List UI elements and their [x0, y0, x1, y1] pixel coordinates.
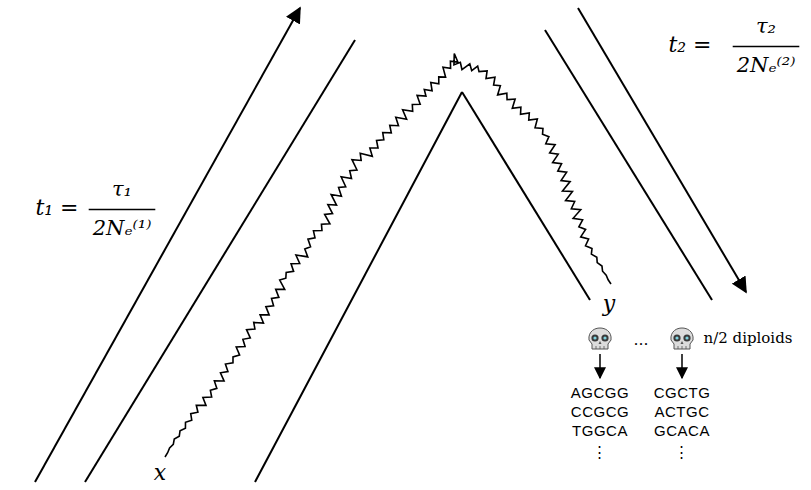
sample-note: n/2 diploids: [704, 330, 793, 347]
fraction-bar: [733, 46, 800, 48]
fraction-numerator: τ₁: [112, 178, 132, 201]
band-line: [462, 92, 590, 300]
label-text: 2Nₑ⁽²⁾: [737, 53, 796, 77]
fraction-bars: [89, 47, 800, 210]
time-arrow: [35, 8, 300, 482]
label-text: 2Nₑ⁽¹⁾: [93, 216, 152, 240]
lineage-path: [165, 53, 611, 457]
label-text: …: [634, 331, 649, 349]
sample-arrow: [681, 354, 683, 378]
sequence-text: GCACA: [654, 423, 710, 440]
fraction-denominator: 2Nₑ⁽²⁾: [737, 54, 796, 77]
label-text: GCACA: [654, 422, 710, 439]
lineage-walk: [165, 53, 611, 457]
sample-arrow: [599, 354, 601, 378]
label-text: CCGCG: [571, 403, 629, 420]
sequence-text: ACTGC: [655, 404, 710, 421]
endpoint-label: x: [154, 461, 166, 485]
label-text: n/2 diploids: [704, 329, 793, 347]
label-text: t₂ =: [668, 32, 711, 57]
time-variable: t₁ =: [35, 196, 78, 220]
skull-icon: [671, 328, 693, 349]
label-text: AGCGG: [571, 384, 629, 401]
label-text: τ₂: [756, 14, 776, 38]
skull-icon: [589, 328, 611, 349]
band-line: [85, 40, 355, 482]
fraction-denominator: 2Nₑ⁽¹⁾: [93, 217, 152, 240]
sequence-text: ⋮: [674, 444, 690, 461]
label-text: ACTGC: [655, 403, 710, 420]
label-text: τ₁: [112, 177, 132, 201]
sequence-text: AGCGG: [571, 385, 629, 402]
band-line: [545, 30, 712, 300]
label-text: ⋮: [592, 443, 608, 460]
sequence-text: TGGCA: [572, 423, 628, 440]
label-text: TGGCA: [572, 422, 628, 439]
label-text: ⋮: [674, 443, 690, 460]
label-text: t₁ =: [35, 195, 78, 220]
label-text: y: [603, 291, 615, 316]
time-variable: t₂ =: [668, 33, 711, 57]
fraction-bar: [89, 209, 156, 211]
fraction-numerator: τ₂: [756, 15, 776, 38]
band-line: [255, 92, 462, 482]
sequence-text: CCGCG: [571, 404, 629, 421]
ellipsis: …: [634, 332, 649, 349]
sequence-text: ⋮: [592, 444, 608, 461]
endpoint-label: y: [603, 292, 615, 316]
sequence-text: CGCTG: [654, 385, 711, 402]
label-text: x: [154, 460, 166, 485]
time-arrow: [578, 8, 746, 292]
label-text: CGCTG: [654, 384, 711, 401]
